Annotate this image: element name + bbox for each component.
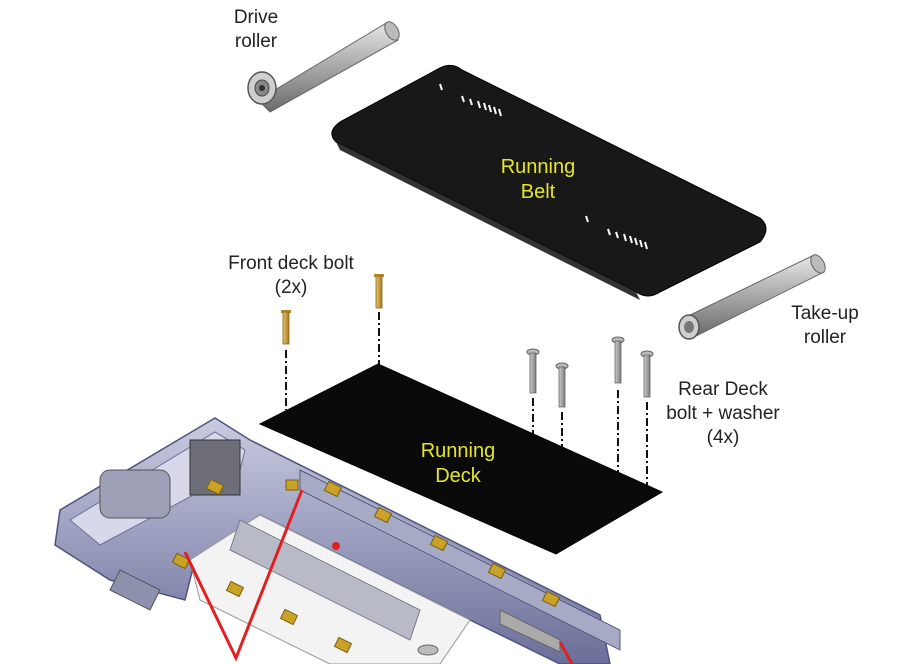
front-deck-bolts — [281, 274, 384, 410]
frame-brackets — [171, 478, 561, 654]
rear-deck-bolts — [526, 336, 654, 490]
running-deck-label: Running Deck — [420, 440, 496, 487]
running-belt — [331, 64, 767, 300]
callout-lines — [183, 489, 574, 664]
front-deck-bolt-label: Front deck bolt (2x) — [228, 253, 354, 298]
take-up-roller-label: Take-up roller — [791, 303, 859, 348]
drive-roller-label: Drive roller — [233, 7, 279, 52]
rear-deck-bolt-label: Rear Deck bolt + washer (4x) — [666, 379, 780, 448]
running-belt-label: Running Belt — [500, 156, 576, 203]
drive-roller — [247, 21, 400, 113]
running-deck — [258, 363, 664, 555]
take-up-roller — [678, 254, 826, 340]
